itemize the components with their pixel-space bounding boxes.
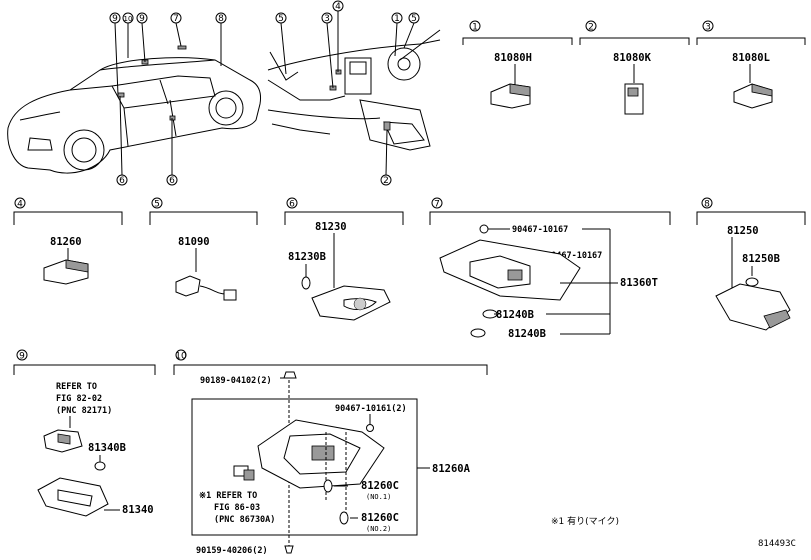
part-81260A-label: 81260A [432,463,471,475]
part-81360T-label: 81360T [620,277,658,289]
callout-circle-c10 [122,12,134,24]
part-81230B-label: 81230B [288,251,326,263]
part-90189-04102-label: 90189-04102(2) [200,376,272,386]
part-81260C-no1-label: 81260C [361,480,399,492]
group-9-panel: 9 REFER TO FIG 82-02 (PNC 82171) 81340B … [13,349,156,517]
interior-overview-illustration [267,29,441,151]
group-4-panel: 4 81260 [13,197,123,285]
group-6-index: 6 [289,200,295,210]
part-81080H-label: 81080H [494,52,532,64]
callout-leader-c3 [326,22,334,89]
footnote-text: ※1 有り(マイク) [551,515,619,527]
catalog-code: 814493C [758,539,796,549]
group-8-panel: 8 81250 81250B [696,197,806,331]
group-10-index: 10 [175,352,187,362]
part-81340-label: 81340 [122,504,154,516]
group-9-refer-line-2: FIG 82-02 [56,394,102,404]
callout-label-c9b: 9 [139,14,145,24]
callout-label-c5a: 5 [278,14,284,24]
group-10-refer-line-1: ※1 REFER TO [199,491,257,501]
part-81080L-label: 81080L [732,52,770,64]
car-overview-illustration [7,45,261,174]
part-81240B-b-label: 81240B [508,328,546,340]
callout-label-c5b: 5 [411,14,417,24]
callout-label-c7: 7 [173,14,179,24]
part-81260C-no2-label: 81260C [361,512,399,524]
group-10-panel: 10 90189-04102(2) 81260A 90467-10161(2) … [173,349,488,556]
group-5-panel: 5 81090 [149,197,258,301]
callout-label-c8: 8 [218,14,224,24]
callout-circle-c5b [408,12,420,24]
part-90467-10167-b-label: 90467-10167 [546,251,602,261]
part-81230-label: 81230 [315,221,347,233]
overview-callouts: 9 10 9 7 8 6 6 5 34 1 5 2 [109,0,420,186]
group-5-index: 5 [154,200,160,210]
callout-circle-c5a [275,12,287,24]
part-81260-label: 81260 [50,236,82,248]
callout-circle-c1 [391,12,403,24]
callout-leader-c2 [385,129,388,176]
group-6-panel: 6 81230 81230B [284,197,404,321]
part-81250-label: 81250 [727,225,759,237]
part-90467-10167-a-label: 90467-10167 [512,225,568,235]
callout-leader-c5a [280,22,287,75]
callout-circle-c9b [136,12,148,24]
group-9-index: 9 [19,352,25,362]
callout-label-c3: 3 [324,14,330,24]
part-81080K-label: 81080K [613,52,652,64]
callout-leader-c5b [403,22,415,49]
callout-circle-c6a [116,174,128,186]
callout-leader-c6a [119,95,123,176]
callout-leader-c9b [141,22,146,63]
part-81240B-a-label: 81240B [496,309,534,321]
part-81340B-label: 81340B [88,442,126,454]
callout-label-c2: 2 [383,176,389,186]
group-9-refer-line-3: (PNC 82171) [56,406,112,416]
callout-circle-c6b [166,174,178,186]
part-81260C-no1-variant: (NO.1) [366,493,391,501]
callout-label-c9a: 9 [112,14,118,24]
group-10-refer-line-3: (PNC 86730A) [214,515,275,525]
group-9-refer-line-1: REFER TO [56,382,97,392]
part-90159-40206-label: 90159-40206(2) [196,546,268,556]
callout-circle-c4 [332,0,344,12]
group-1-index: 1 [472,23,478,33]
callout-circle-c3 [321,12,333,24]
group-2-index: 2 [588,23,594,33]
group-8-index: 8 [704,200,710,210]
part-81250B-label: 81250B [742,253,780,265]
callout-leader-c9a [114,22,119,96]
group-2-panel: 2 81080K [579,20,690,115]
group-10-refer-line-2: FIG 86-03 [214,503,260,513]
part-81090-label: 81090 [178,236,210,248]
part-81260C-no2-variant: (NO.2) [366,525,391,533]
callout-leader-c1 [394,22,398,57]
callout-label-c1: 1 [394,14,400,24]
callout-label-c6b: 6 [169,176,175,186]
group-3-index: 3 [705,23,711,33]
group-7-index: 7 [434,200,440,210]
part-90467-10161-label: 90467-10161(2) [335,404,407,414]
callout-leader-c7 [175,22,182,47]
callout-circle-c9a [109,12,121,24]
part-groups: 1 81080H 2 81080K 3 81080L [13,20,806,556]
callout-label-c4: 4 [335,2,341,12]
group-3-panel: 3 81080L [696,20,806,109]
group-10-subassembly-frame [191,398,418,536]
callout-circle-c2 [380,174,392,186]
group-4-index: 4 [17,200,23,210]
callout-label-c10: 10 [124,15,133,23]
callout-circle-c7 [170,12,182,24]
group-1-panel: 1 81080H [462,20,573,109]
group-7-panel: 7 90467-10167 90467-10167 81360T 81240B … [429,197,671,340]
callout-label-c6a: 6 [119,176,125,186]
callout-circle-c8 [215,12,227,24]
